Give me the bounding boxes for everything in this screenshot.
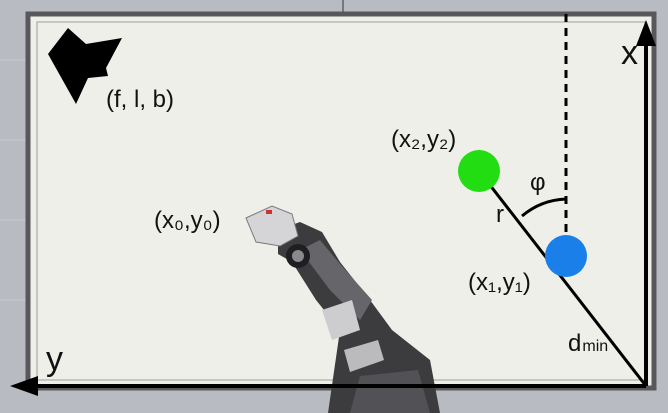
radius-label: r [496,201,504,228]
y-axis-arrowhead [10,376,38,396]
point-one-marker [545,235,587,277]
point-one-label: (x₁,y₁) [468,269,531,296]
robot-origin-label: (x₀,y₀) [154,207,221,234]
point-two-label: (x₂,y₂) [391,126,456,153]
camera-icon [48,28,122,104]
phi-label: φ [530,169,546,196]
d-min-subscript: min [582,338,608,355]
d-min-label: dmin [568,330,608,357]
distance-line [477,170,648,387]
background-grid [0,59,30,301]
point-two-marker [458,150,500,192]
d-min-base: d [568,330,581,357]
y-axis-label: y [46,340,63,378]
phi-arc [521,197,567,218]
x-axis-arrowhead [636,20,656,46]
robot-arm-icon [245,205,440,413]
x-axis-label: x [621,34,638,72]
camera-label: (f, l, b) [106,86,174,113]
